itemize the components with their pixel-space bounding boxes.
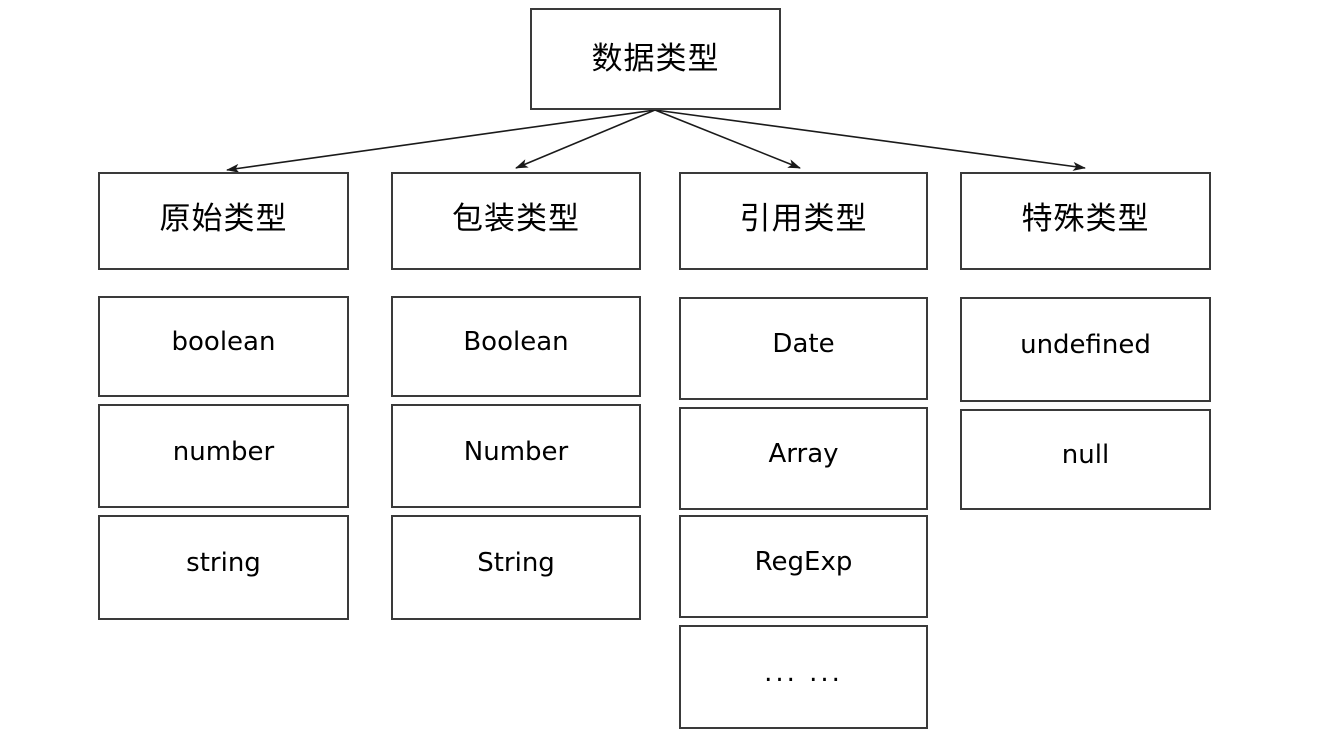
category-node-label: 引用类型 xyxy=(739,200,868,237)
root-node-label: 数据类型 xyxy=(591,40,720,77)
category-node-special-types[interactable]: 特殊类型 xyxy=(960,172,1211,270)
leaf-node-boolean[interactable]: boolean xyxy=(98,296,349,397)
category-node-label: 包装类型 xyxy=(452,200,580,237)
leaf-node-label: Date xyxy=(772,329,835,360)
leaf-node-label: string xyxy=(186,548,261,579)
leaf-node-label: null xyxy=(1061,440,1110,471)
leaf-node-label: RegExp xyxy=(754,547,853,578)
category-node-label: 原始类型 xyxy=(159,200,288,237)
leaf-node-label: Array xyxy=(768,439,839,470)
leaf-node-label: ... ... xyxy=(764,657,843,688)
leaf-node-label: undefined xyxy=(1020,330,1151,361)
leaf-node-null[interactable]: null xyxy=(960,409,1211,510)
leaf-node-label: number xyxy=(172,436,275,467)
leaf-node-label: boolean xyxy=(171,327,276,358)
leaf-node-label: String xyxy=(477,548,555,579)
leaf-node-number[interactable]: number xyxy=(98,404,349,508)
leaf-node-array[interactable]: Array xyxy=(679,407,928,510)
leaf-node-date[interactable]: Date xyxy=(679,297,928,400)
leaf-node-label: Number xyxy=(463,436,569,467)
leaf-node-undefined[interactable]: undefined xyxy=(960,297,1211,402)
category-node-reference-types[interactable]: 引用类型 xyxy=(679,172,928,270)
leaf-node-boolean-object[interactable]: Boolean xyxy=(391,296,641,397)
category-node-label: 特殊类型 xyxy=(1021,200,1150,237)
leaf-node-ellipsis[interactable]: ... ... xyxy=(679,625,928,729)
leaf-node-regexp[interactable]: RegExp xyxy=(679,515,928,618)
leaf-node-number-object[interactable]: Number xyxy=(391,404,641,508)
root-node-data-types[interactable]: 数据类型 xyxy=(530,8,781,110)
leaf-node-string-object[interactable]: String xyxy=(391,515,641,620)
leaf-node-string[interactable]: string xyxy=(98,515,349,620)
category-node-wrapper-types[interactable]: 包装类型 xyxy=(391,172,641,270)
category-node-primitive-types[interactable]: 原始类型 xyxy=(98,172,349,270)
leaf-node-label: Boolean xyxy=(463,327,569,358)
